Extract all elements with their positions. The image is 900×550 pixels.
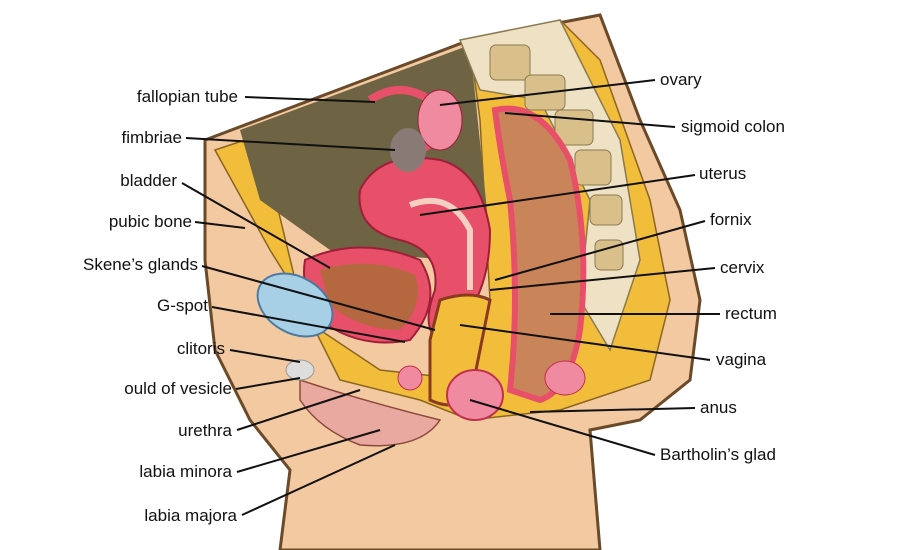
label-fornix: fornix [710, 210, 752, 229]
label-bartholins-gland: Bartholin’s glad [660, 445, 776, 464]
label-fimbriae: fimbriae [121, 128, 182, 147]
label-pubic-bone: pubic bone [108, 212, 192, 231]
label-labia-minora: labia minora [139, 462, 232, 481]
ovary-shape [417, 89, 463, 151]
label-vagina: vagina [716, 350, 767, 369]
label-sigmoid-colon: sigmoid colon [681, 117, 785, 136]
spine [458, 19, 641, 352]
label-urethra: urethra [178, 421, 232, 440]
bartholin-gland-right [544, 360, 586, 396]
label-ould-of-vesicle: ould of vesicle [124, 379, 232, 398]
bartholin-gland [446, 369, 504, 421]
pubic-bone [256, 272, 334, 338]
label-ovary: ovary [660, 70, 702, 89]
labia-shape [299, 378, 442, 447]
label-clitoris: clitoris [176, 339, 225, 358]
label-skenes-glands: Skene’s glands [83, 255, 198, 274]
label-g-spot: G-spot [156, 296, 208, 315]
label-rectum: rectum [725, 304, 777, 323]
leader-lines [181, 79, 720, 516]
label-anus: anus [700, 398, 737, 417]
fimbriae-shape [390, 128, 426, 172]
label-labia-majora: labia majora [144, 506, 237, 525]
label-uterus: uterus [699, 164, 747, 183]
label-fallopian-tube: fallopian tube [136, 87, 238, 106]
label-bladder: bladder [120, 171, 177, 190]
label-cervix: cervix [720, 258, 765, 277]
